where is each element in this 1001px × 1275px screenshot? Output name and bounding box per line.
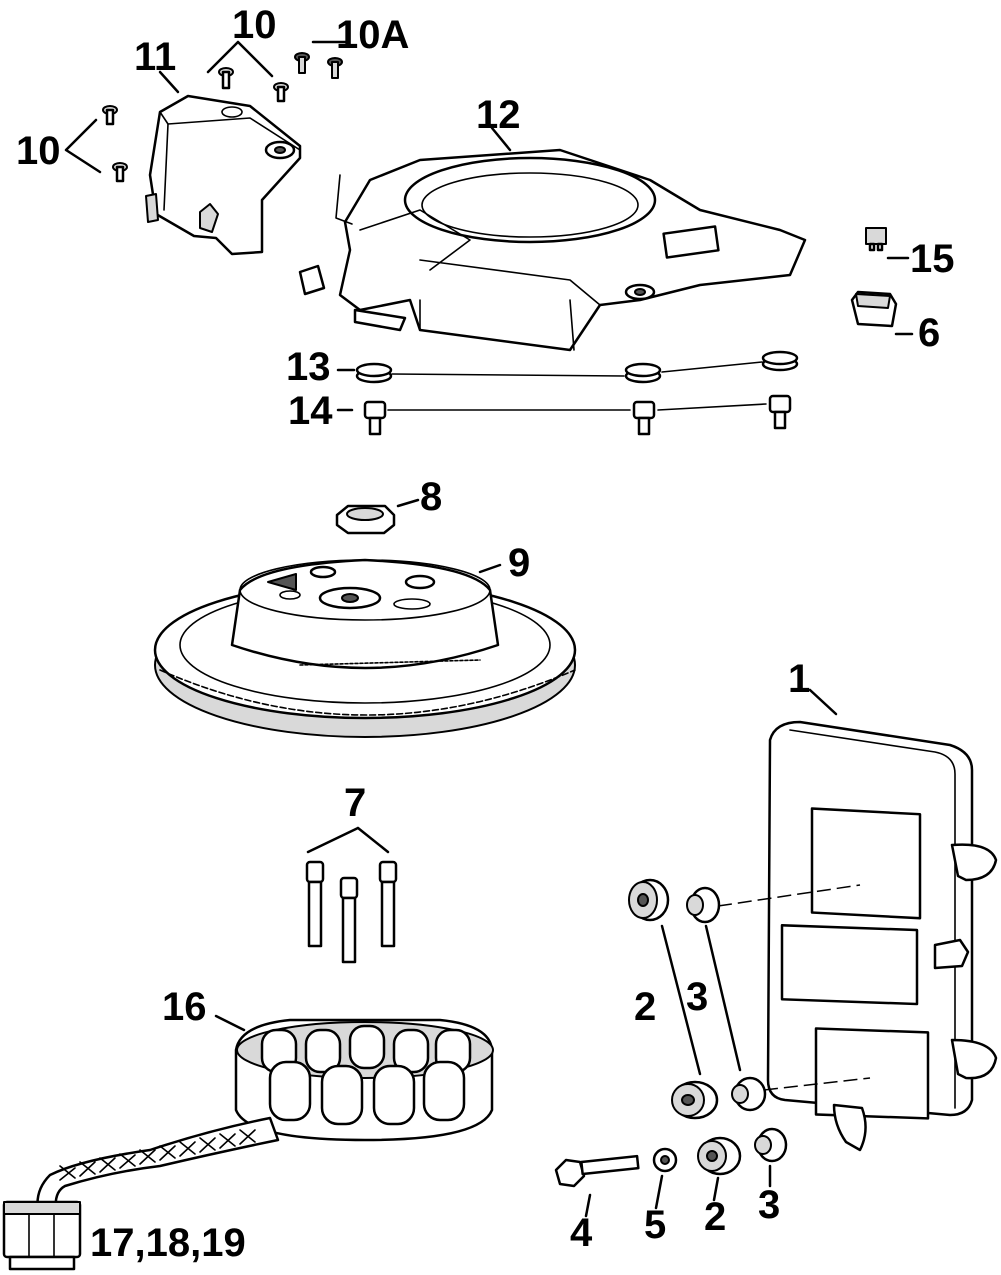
alignment-line-upper	[717, 884, 861, 907]
part-2-grommet-upper	[628, 878, 670, 922]
part-8-nut	[335, 504, 396, 535]
callout-13: 13	[286, 345, 331, 389]
screws-10-group	[102, 52, 343, 183]
callout-16: 16	[162, 985, 207, 1029]
part-6-fuse-holder	[850, 290, 898, 328]
callout-4: 4	[570, 1211, 593, 1255]
part-2-grommet-middle	[671, 1080, 719, 1120]
part-15-fuse	[865, 227, 887, 252]
callout-3-upper: 3	[686, 975, 708, 1019]
callout-2-lower: 2	[704, 1195, 726, 1239]
screw-10-left-lower	[112, 162, 128, 183]
part-3-bushing-middle	[731, 1076, 767, 1112]
part-9-flywheel	[153, 558, 577, 738]
callout-10-top: 10	[232, 3, 277, 47]
callout-7: 7	[344, 781, 366, 825]
screw-10A-right	[327, 57, 343, 79]
leader-lines	[64, 40, 914, 1218]
callout-15: 15	[910, 237, 955, 281]
part-11-cover	[145, 94, 302, 256]
screw-10A-left	[294, 52, 310, 74]
screw-10-left-upper	[102, 105, 118, 126]
callout-17-18-19: 17,18,19	[90, 1221, 246, 1265]
part-16-stator	[234, 1018, 494, 1142]
callout-9: 9	[508, 541, 530, 585]
part-14-bolts	[363, 394, 792, 436]
callout-1: 1	[788, 657, 810, 701]
part-17-18-19-connector	[2, 1200, 82, 1271]
callout-14: 14	[288, 389, 333, 433]
callout-3-lower: 3	[758, 1183, 780, 1227]
callout-2-upper: 2	[634, 985, 656, 1029]
part-13-washers	[355, 350, 799, 384]
part-12-shroud	[298, 148, 807, 352]
callout-10A: 10A	[336, 13, 409, 57]
part-7-bolts	[305, 860, 398, 964]
alignment-line-lower	[763, 1077, 871, 1091]
screw-10-top-right	[273, 82, 289, 103]
part-3-bushing-upper	[686, 886, 721, 924]
part-4-bolt	[554, 1154, 640, 1188]
callout-5: 5	[644, 1203, 666, 1247]
callout-11: 11	[134, 35, 176, 79]
callout-8: 8	[420, 475, 442, 519]
part-2-grommet-lower	[697, 1136, 742, 1176]
screw-10-top-left	[218, 67, 234, 90]
part-1-module	[766, 720, 998, 1152]
callout-10-left: 10	[16, 129, 61, 173]
callout-12: 12	[476, 93, 521, 137]
alignment-line-13	[391, 361, 763, 377]
wire-harness	[36, 1116, 280, 1212]
part-3-bushing-lower	[754, 1127, 788, 1163]
part-5-washer	[652, 1147, 678, 1173]
callout-6: 6	[918, 311, 940, 355]
alignment-line-14	[387, 403, 767, 411]
